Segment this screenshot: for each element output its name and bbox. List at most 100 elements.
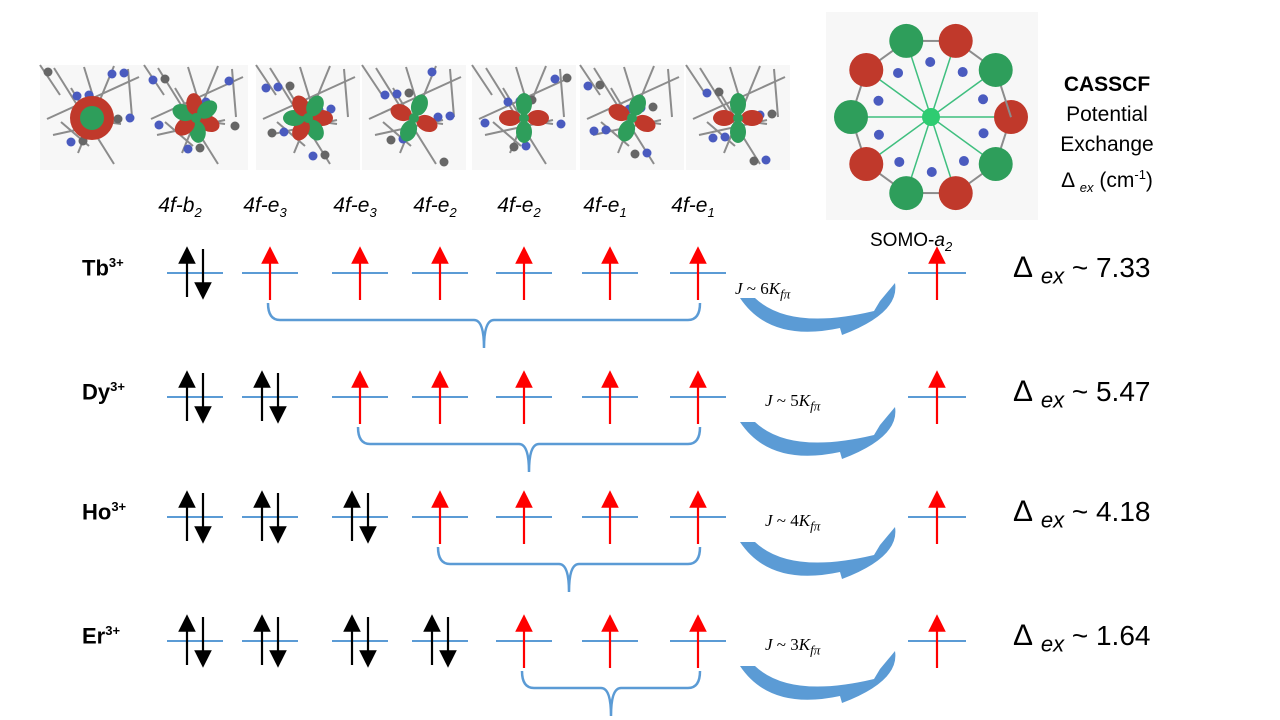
orbital-f: f bbox=[169, 194, 176, 217]
orbital-lobe bbox=[400, 120, 418, 142]
atom bbox=[119, 68, 129, 78]
orbital-f: f bbox=[254, 194, 261, 217]
atom bbox=[925, 57, 936, 68]
atom bbox=[427, 67, 437, 77]
orbital-lobe bbox=[306, 119, 324, 141]
orbital-f: f bbox=[594, 194, 601, 217]
bond bbox=[706, 121, 736, 147]
delta-symbol: Δ bbox=[1013, 251, 1034, 284]
orbital-thumbnail bbox=[143, 64, 248, 170]
orbital-prefix: 4 bbox=[583, 194, 595, 217]
j-var: J bbox=[765, 391, 773, 410]
ion-charge: 3+ bbox=[105, 623, 121, 638]
bond bbox=[276, 121, 306, 147]
orbital-lobe bbox=[634, 114, 656, 132]
orbital-lobe bbox=[416, 114, 438, 132]
ion-row bbox=[167, 370, 966, 473]
atom bbox=[957, 67, 968, 78]
orbital-sym: -b bbox=[175, 194, 195, 217]
bond bbox=[559, 68, 565, 118]
orbital-sym: -e bbox=[260, 194, 280, 217]
orbital-sub: 3 bbox=[279, 205, 287, 221]
orbital-lobe bbox=[410, 94, 428, 116]
exchange-arrow bbox=[740, 407, 896, 459]
j-coupling-label: J ~ 6Kfπ bbox=[735, 279, 790, 302]
delta-symbol: Δ bbox=[1013, 375, 1034, 408]
atom bbox=[958, 156, 969, 167]
somo-lobe bbox=[849, 52, 884, 87]
atom bbox=[113, 114, 123, 124]
atom bbox=[433, 112, 443, 122]
somo-lobe bbox=[889, 176, 924, 211]
somo-lobe bbox=[834, 100, 868, 134]
casscf-unit: Δ ex (cm-1) bbox=[1061, 167, 1153, 196]
ion-symbol: Ho bbox=[82, 499, 112, 525]
orbital-sym: -e bbox=[350, 194, 370, 217]
exchange-arrow bbox=[740, 651, 896, 703]
ion-symbol: Tb bbox=[82, 255, 109, 281]
orbital-lobe bbox=[618, 120, 636, 142]
orbital-label: 4f-e2 bbox=[474, 194, 564, 220]
orbital-f: f bbox=[682, 194, 689, 217]
orbital-f: f bbox=[508, 194, 515, 217]
orbital-thumbnail bbox=[685, 64, 790, 170]
j-k: K bbox=[768, 279, 781, 298]
atom bbox=[509, 142, 519, 152]
delta-sub: ex bbox=[1040, 263, 1065, 289]
orbital-prefix: 4 bbox=[243, 194, 255, 217]
ion-label: Tb3+ bbox=[82, 255, 154, 281]
delta-ex-value: Δ ex ~ 5.47 bbox=[1013, 375, 1150, 414]
j-tilde: ~ bbox=[772, 391, 791, 410]
j-coef: 4 bbox=[790, 511, 799, 530]
orbital-lobe bbox=[713, 110, 735, 126]
somo-lobe bbox=[978, 147, 1013, 182]
atom bbox=[404, 88, 414, 98]
orbital-lobe bbox=[174, 117, 195, 136]
atom bbox=[550, 74, 560, 84]
orbital-lobe bbox=[516, 121, 532, 143]
orbital-f: f bbox=[424, 194, 431, 217]
atom bbox=[267, 128, 277, 138]
orbital-label: 4f-e1 bbox=[648, 194, 738, 220]
orbital-label: 4f-e2 bbox=[390, 194, 480, 220]
ion-symbol: Er bbox=[82, 623, 106, 649]
j-coupling-label: J ~ 5Kfπ bbox=[765, 391, 820, 414]
ion-label: Er3+ bbox=[82, 623, 154, 649]
delta-ex-value: Δ ex ~ 7.33 bbox=[1013, 251, 1150, 290]
bond bbox=[449, 68, 455, 118]
orbital-f: f bbox=[344, 194, 351, 217]
delta-symbol: Δ bbox=[1013, 495, 1034, 528]
orbital-lobe bbox=[292, 95, 310, 117]
metal-center bbox=[922, 108, 940, 126]
exchange-arrow bbox=[740, 283, 896, 335]
atom bbox=[873, 129, 884, 140]
bond bbox=[361, 64, 383, 96]
j-coupling-label: J ~ 4Kfπ bbox=[765, 511, 820, 534]
bond bbox=[231, 68, 237, 118]
orbital-lobe bbox=[197, 100, 218, 119]
atom bbox=[72, 91, 82, 101]
atom bbox=[285, 81, 295, 91]
j-var: J bbox=[735, 279, 743, 298]
atom bbox=[195, 143, 205, 153]
j-coef: 3 bbox=[790, 635, 799, 654]
j-coef: 6 bbox=[760, 279, 769, 298]
j-tilde: ~ bbox=[772, 635, 791, 654]
ion-charge: 3+ bbox=[108, 255, 124, 270]
bond bbox=[255, 64, 277, 96]
somo-lobe bbox=[889, 23, 924, 58]
orbital-sub: 3 bbox=[369, 205, 377, 221]
unpaired-brace bbox=[266, 302, 702, 349]
orbital-label: 4f-e3 bbox=[310, 194, 400, 220]
j-k: K bbox=[798, 635, 811, 654]
ion-label: Dy3+ bbox=[82, 379, 154, 405]
atom bbox=[893, 67, 904, 78]
casscf-potential: Potential bbox=[1066, 103, 1148, 126]
atom bbox=[445, 111, 455, 121]
j-sub: fπ bbox=[810, 642, 821, 658]
orbital-label: 4f-b2 bbox=[135, 194, 225, 220]
atom bbox=[125, 113, 135, 123]
atom bbox=[380, 90, 390, 100]
orbital-lobe bbox=[730, 121, 746, 143]
